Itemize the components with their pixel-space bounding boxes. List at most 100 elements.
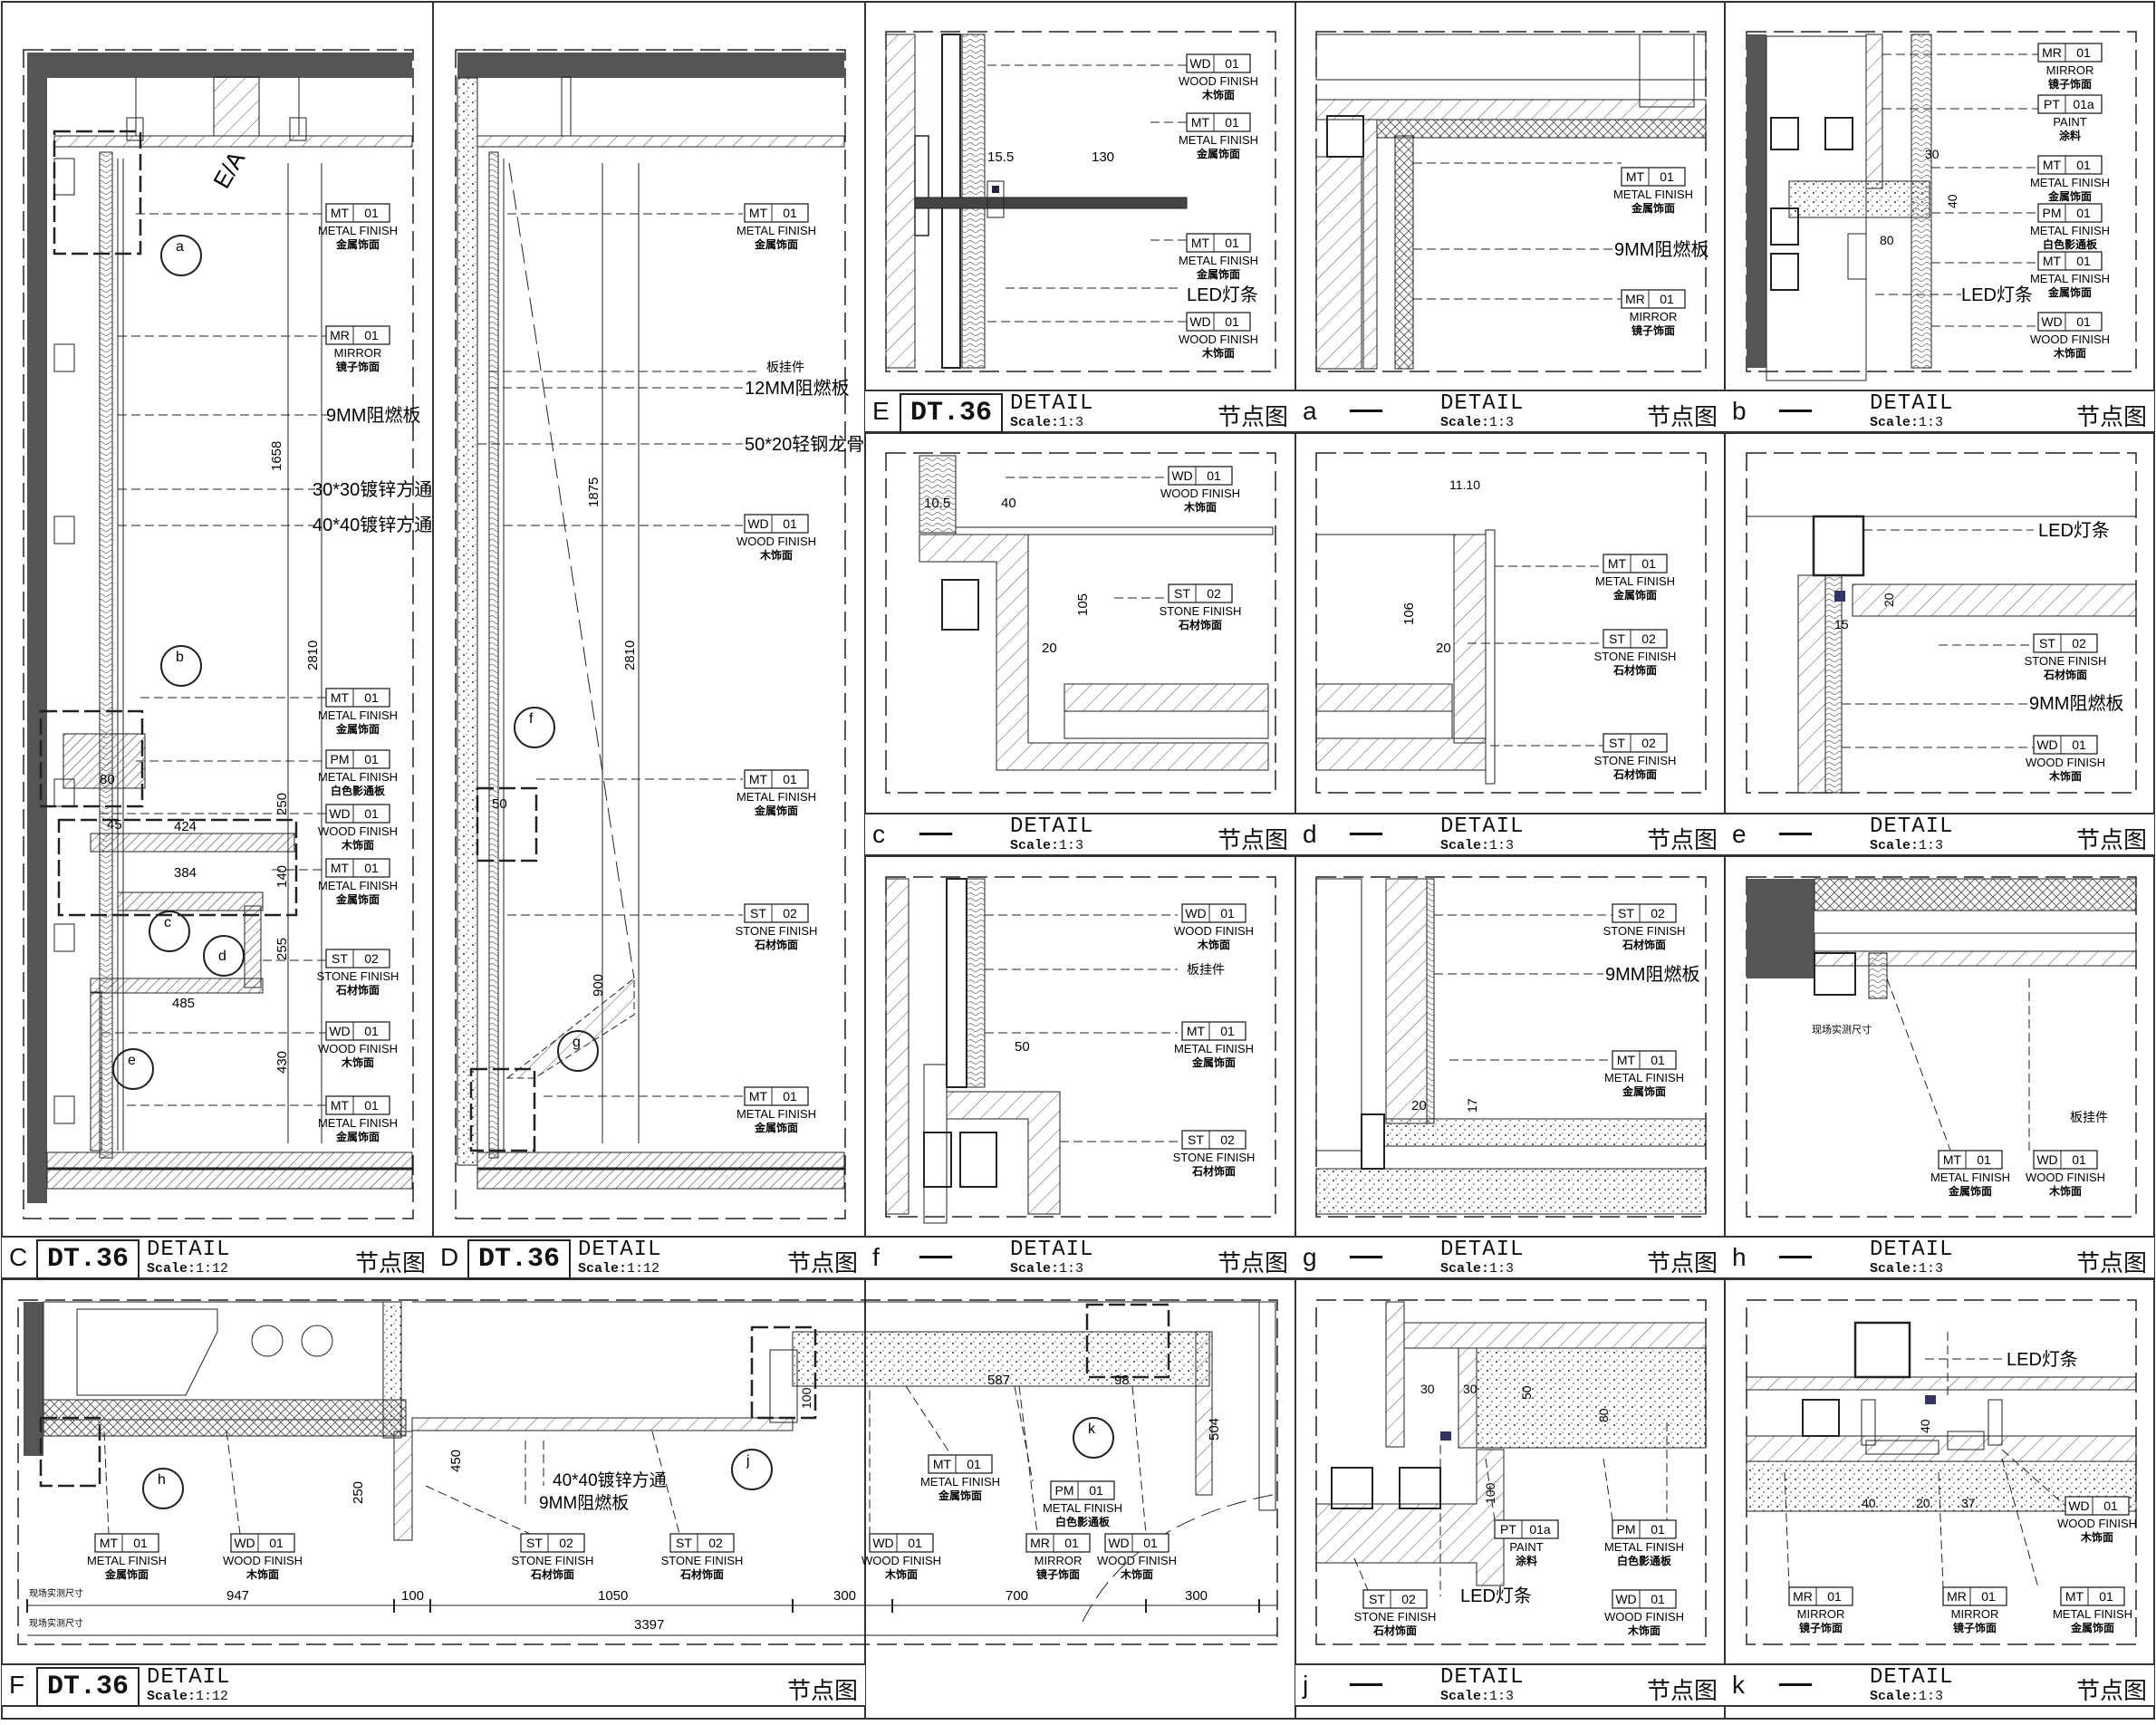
tag-code: MT — [331, 690, 350, 705]
tag-en: METAL FINISH — [87, 1554, 167, 1567]
tag-en: PAINT — [2053, 115, 2086, 129]
note-h-site: 现场实测尺寸 — [1812, 1023, 1872, 1036]
tag-num: 01a — [2073, 97, 2094, 111]
dim-F-l: 100 — [799, 1387, 813, 1409]
tag-cn: 白色影通板 — [2043, 237, 2098, 251]
tag-en: STONE FINISH — [661, 1554, 744, 1567]
dim-j-c: 80 — [1596, 1408, 1611, 1422]
dim-j-a: 30 — [1420, 1382, 1435, 1396]
tag-num: 01 — [1651, 1053, 1665, 1067]
tag-code: MT — [1191, 115, 1210, 130]
tag-cn: 木饰面 — [2048, 1184, 2082, 1198]
bubble-j: j — [746, 1453, 750, 1469]
tag-cn: 镜子饰面 — [2048, 77, 2092, 91]
callout-ea: E/A — [207, 146, 250, 193]
tag-code: PT — [1500, 1522, 1516, 1537]
dim-c-w3: 485 — [172, 996, 195, 1011]
scale-label: Scale:1:3 — [1440, 415, 1515, 430]
tag-en: METAL FINISH — [920, 1475, 1000, 1489]
panel-ref: DT.36 — [467, 1239, 572, 1279]
tag-num: 02 — [1207, 586, 1221, 601]
tag-en: METAL FINISH — [2030, 272, 2110, 285]
tag-num: 01 — [908, 1536, 922, 1550]
scale-label: Scale:1:3 — [1440, 838, 1515, 853]
tag-num: 01 — [1981, 1589, 1996, 1604]
titlebar-D: D DT.36 DETAIL Scale:1:12 节点图 — [433, 1236, 865, 1279]
panel-letter: D — [440, 1243, 459, 1271]
detail-label: DETAIL — [1870, 814, 1954, 839]
tag-cn: 木饰面 — [2053, 346, 2086, 360]
dim-c-h1: 1658 — [269, 441, 284, 471]
tag-code: MT — [331, 206, 350, 220]
dim-F-k: 504 — [1207, 1418, 1222, 1441]
tag-cn: 镜子饰面 — [1036, 1567, 1080, 1581]
tag-num: 01 — [783, 1089, 797, 1103]
tag-cn: 木饰面 — [245, 1567, 279, 1581]
tag-code: MR — [1947, 1589, 1967, 1604]
tag-code: WD — [1189, 314, 1210, 329]
bubble-a: a — [176, 239, 184, 255]
titlebar-a: a —— DETAIL Scale:1:3 节点图 — [1295, 390, 1725, 433]
tag-num: 01 — [364, 752, 379, 766]
tag-num: 01 — [1064, 1536, 1079, 1550]
tag-code: PM — [2043, 206, 2062, 220]
tag-code: MT — [331, 861, 350, 875]
scale-label: Scale:1:3 — [1870, 838, 1944, 853]
tag-num: 02 — [559, 1536, 573, 1550]
cn-title: 节点图 — [1217, 404, 1288, 431]
tag-cn: 石材饰面 — [530, 1567, 574, 1581]
tag-en: STONE FINISH — [2025, 654, 2107, 668]
tag-num: 02 — [783, 906, 797, 920]
note-g-board9: 9MM阻燃板 — [1605, 964, 1699, 985]
cn-title: 节点图 — [2075, 404, 2147, 431]
tag-code: MR — [330, 328, 350, 342]
cn-title: 节点图 — [1646, 1250, 1718, 1277]
tag-cn: 石材饰面 — [754, 938, 798, 951]
cn-title: 节点图 — [786, 1678, 858, 1705]
tag-code: WD — [2036, 1152, 2057, 1167]
tag-num: 01 — [783, 516, 797, 531]
dim-F-total: 3397 — [634, 1617, 664, 1633]
tag-num: 02 — [1641, 736, 1656, 750]
tag-en: METAL FINISH — [1604, 1540, 1684, 1554]
tag-num: 01 — [2076, 45, 2091, 60]
panel-ref: DT.36 — [900, 393, 1004, 433]
tag-en: METAL FINISH — [736, 224, 816, 237]
dim-c-d1: 80 — [100, 772, 115, 787]
tag-num: 01 — [269, 1536, 284, 1550]
tag-num: 01 — [1220, 906, 1235, 920]
tag-en: METAL FINISH — [736, 1107, 816, 1121]
cn-title: 节点图 — [1217, 827, 1288, 854]
tag-num: 01a — [1529, 1522, 1551, 1537]
tag-cn: 金属饰面 — [1196, 147, 1240, 160]
tag-cn: 白色影通板 — [1055, 1515, 1111, 1528]
tag-num: 02 — [1220, 1132, 1235, 1147]
note-d-keel: 50*20轻钢龙骨 — [745, 434, 864, 455]
tag-cn: 石材饰面 — [1622, 938, 1666, 951]
panel-ref: —— — [1349, 1242, 1382, 1273]
panel-letter: E — [872, 397, 890, 425]
tag-en: WOOD FINISH — [2030, 332, 2110, 346]
tag-num: 02 — [708, 1536, 723, 1550]
tag-num: 01 — [364, 1024, 379, 1038]
tag-cn: 石材饰面 — [1372, 1624, 1417, 1637]
tag-en: STONE FINISH — [1603, 924, 1686, 938]
tag-en: WOOD FINISH — [223, 1554, 303, 1567]
